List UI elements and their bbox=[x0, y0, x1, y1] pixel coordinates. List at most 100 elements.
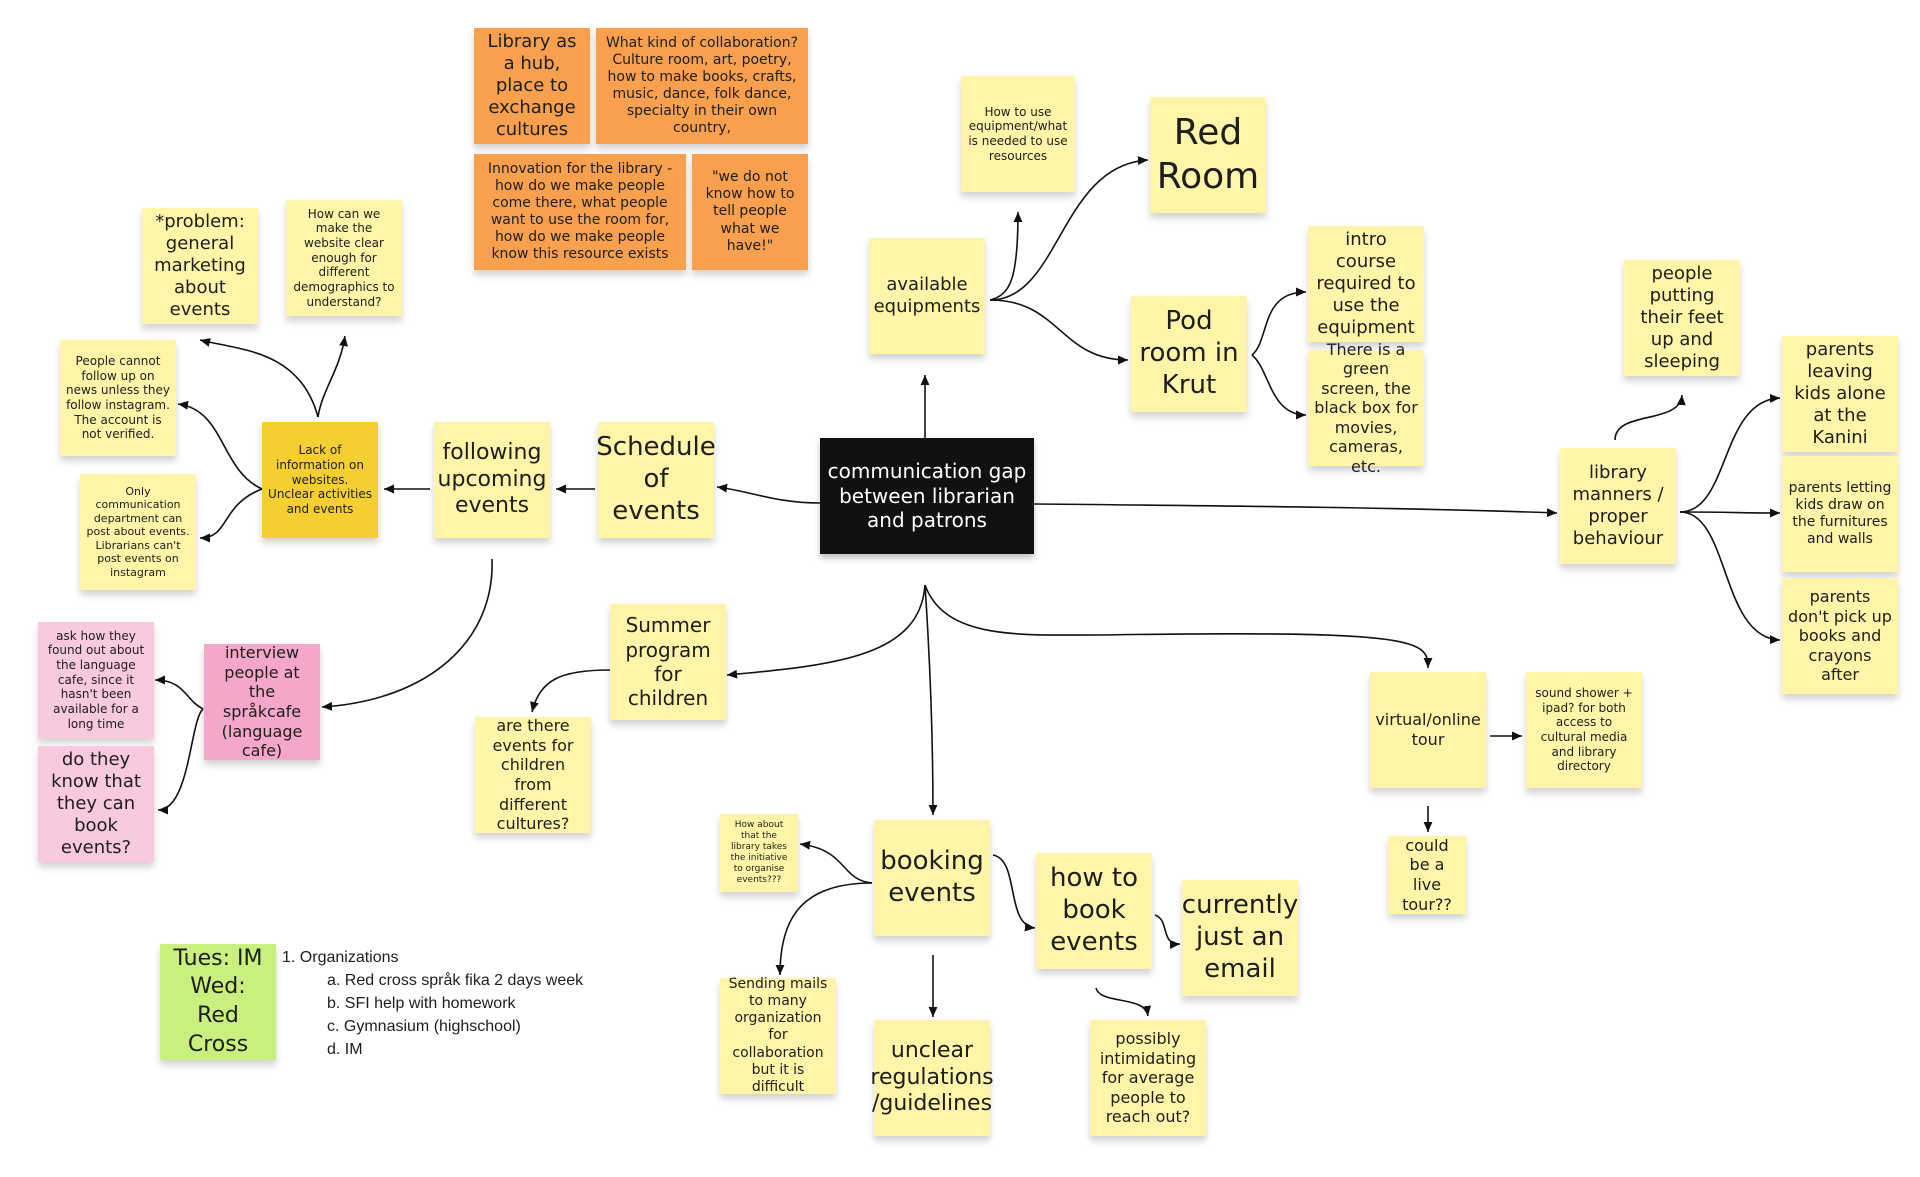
note-only-comm-text: Only communication department can post a… bbox=[86, 485, 190, 579]
note-dont-pick-up[interactable]: parents don't pick up books and crayons … bbox=[1782, 578, 1898, 694]
note-problem-marketing-text: *problem: general marketing about events bbox=[154, 211, 246, 320]
note-sending-mails[interactable]: Sending mails to many organization for c… bbox=[720, 976, 836, 1095]
note-website-clear[interactable]: How can we make the website clear enough… bbox=[286, 200, 402, 316]
link-center-booking bbox=[924, 584, 938, 816]
note-days[interactable]: Tues: IM Wed: Red Cross bbox=[160, 944, 276, 1060]
note-website-clear-text: How can we make the website clear enough… bbox=[293, 206, 395, 309]
note-live-tour[interactable]: could be a live tour?? bbox=[1388, 836, 1466, 914]
link-lack-website bbox=[317, 335, 348, 418]
day-line-2: Wed: Red bbox=[190, 974, 246, 1028]
note-following-events[interactable]: following upcoming events bbox=[434, 422, 550, 538]
note-intro-course[interactable]: intro course required to use the equipme… bbox=[1308, 226, 1424, 342]
note-dont-know[interactable]: "we do not know how to tell people what … bbox=[692, 154, 808, 270]
note-draw-furniture-text: parents letting kids draw on the furnitu… bbox=[1788, 479, 1892, 548]
link-lack-cannotfollow bbox=[177, 400, 263, 490]
day-line-1: Tues: IM bbox=[173, 945, 263, 971]
note-email[interactable]: currently just an email bbox=[1182, 880, 1298, 996]
note-sound-shower[interactable]: sound shower + ipad? for both access to … bbox=[1526, 672, 1642, 788]
note-green-screen-text: There is a green screen, the black box f… bbox=[1314, 339, 1418, 476]
link-equip-redroom bbox=[989, 156, 1149, 301]
organizations-list: 1. Organizations a. Red cross språk fika… bbox=[282, 946, 612, 1061]
note-collaboration-text: What kind of collaboration? Culture room… bbox=[605, 34, 799, 137]
note-leaving-kids-text: parents leaving kids alone at the Kanini bbox=[1794, 339, 1886, 448]
note-intro-course-text: intro course required to use the equipme… bbox=[1316, 229, 1416, 338]
note-dont-know-text: "we do not know how to tell people what … bbox=[705, 169, 795, 254]
note-lack-info[interactable]: Lack of information on websites. Unclear… bbox=[262, 422, 378, 538]
link-interview-doknow bbox=[157, 708, 204, 815]
note-days-lines: Tues: IM Wed: Red Cross bbox=[166, 945, 270, 1059]
note-draw-furniture[interactable]: parents letting kids draw on the furnitu… bbox=[1782, 456, 1898, 572]
center-topic-text: communication gap between librarian and … bbox=[827, 459, 1027, 533]
note-children-cultures-text: are there events for children from diffe… bbox=[492, 716, 574, 834]
day-line-3: Cross bbox=[187, 1031, 249, 1057]
note-ask-how[interactable]: ask how they found out about the languag… bbox=[38, 622, 154, 738]
note-intimidating[interactable]: possibly intimidating for average people… bbox=[1090, 1020, 1206, 1136]
organization-item: a. Red cross språk fika 2 days week bbox=[327, 972, 584, 989]
note-collaboration[interactable]: What kind of collaboration? Culture room… bbox=[596, 28, 808, 144]
note-take-initiative[interactable]: How about that the library takes the ini… bbox=[720, 814, 798, 892]
note-cannot-follow[interactable]: People cannot follow up on news unless t… bbox=[60, 340, 176, 456]
organization-item: d. IM bbox=[327, 1041, 363, 1058]
note-virtual-tour[interactable]: virtual/online tour bbox=[1370, 672, 1486, 788]
link-center-manners bbox=[1033, 503, 1558, 518]
link-manners-pickup bbox=[1679, 511, 1781, 645]
note-red-room-text: Red Room bbox=[1156, 112, 1260, 197]
note-live-tour-text: could be a live tour?? bbox=[1402, 835, 1452, 914]
note-available-equipments-text: available equipments bbox=[873, 274, 981, 317]
link-howto-email bbox=[1154, 914, 1181, 949]
note-virtual-tour-text: virtual/online tour bbox=[1375, 710, 1481, 749]
link-lack-problem bbox=[199, 338, 319, 418]
link-manners-draw bbox=[1679, 508, 1781, 518]
note-unclear-regs-text: unclear regulations /guidelines bbox=[870, 1037, 994, 1117]
note-take-initiative-text: How about that the library takes the ini… bbox=[730, 820, 788, 885]
link-booking-mails bbox=[775, 882, 873, 976]
note-summer[interactable]: Summer program for children bbox=[610, 604, 726, 720]
organization-item: b. SFI help with homework bbox=[327, 995, 516, 1012]
note-booking[interactable]: booking events bbox=[874, 820, 990, 936]
note-do-they-know[interactable]: do they know that they can book events? bbox=[38, 746, 154, 862]
link-manners-feetup bbox=[1614, 394, 1686, 441]
note-interview-text: interview people at the språkcafe (langu… bbox=[221, 643, 303, 761]
note-email-text: currently just an email bbox=[1181, 890, 1299, 984]
note-unclear-regs[interactable]: unclear regulations /guidelines bbox=[870, 1020, 994, 1136]
note-dont-pick-up-text: parents don't pick up books and crayons … bbox=[1788, 587, 1892, 685]
link-pod-greenscreen bbox=[1251, 354, 1307, 420]
link-booking-howto bbox=[992, 854, 1036, 932]
note-feet-up[interactable]: people putting their feet up and sleepin… bbox=[1624, 260, 1740, 376]
note-manners-text: library manners / proper behaviour bbox=[1572, 462, 1664, 549]
note-library-hub[interactable]: Library as a hub, place to exchange cult… bbox=[474, 28, 590, 144]
center-topic[interactable]: communication gap between librarian and … bbox=[820, 438, 1034, 554]
note-summer-text: Summer program for children bbox=[625, 613, 711, 711]
note-following-events-text: following upcoming events bbox=[437, 439, 547, 519]
note-available-equipments[interactable]: available equipments bbox=[869, 238, 985, 354]
note-only-comm[interactable]: Only communication department can post a… bbox=[80, 474, 196, 590]
note-intimidating-text: possibly intimidating for average people… bbox=[1099, 1029, 1197, 1127]
link-howto-intimidating bbox=[1095, 987, 1151, 1017]
note-leaving-kids[interactable]: parents leaving kids alone at the Kanini bbox=[1782, 336, 1898, 452]
note-feet-up-text: people putting their feet up and sleepin… bbox=[1640, 263, 1724, 372]
note-manners[interactable]: library manners / proper behaviour bbox=[1560, 448, 1676, 564]
note-how-to-use[interactable]: How to use equipment/what is needed to u… bbox=[961, 76, 1075, 192]
note-lack-info-text: Lack of information on websites. Unclear… bbox=[268, 443, 372, 516]
note-green-screen[interactable]: There is a green screen, the black box f… bbox=[1308, 340, 1424, 476]
note-sending-mails-text: Sending mails to many organization for c… bbox=[728, 976, 828, 1095]
note-red-room[interactable]: Red Room bbox=[1150, 97, 1266, 213]
link-lack-onlycomm bbox=[199, 488, 263, 543]
link-interview-askhow bbox=[154, 675, 204, 710]
link-following-interview bbox=[321, 558, 493, 711]
note-library-hub-text: Library as a hub, place to exchange cult… bbox=[487, 31, 577, 140]
note-interview[interactable]: interview people at the språkcafe (langu… bbox=[204, 643, 320, 761]
note-problem-marketing[interactable]: *problem: general marketing about events bbox=[142, 208, 258, 324]
link-center-summer bbox=[726, 584, 926, 679]
organizations-heading: 1. Organizations bbox=[282, 949, 399, 966]
note-pod-room-text: Pod room in Krut bbox=[1139, 306, 1239, 400]
note-schedule-text: Schedule of events bbox=[596, 432, 716, 526]
note-pod-room[interactable]: Pod room in Krut bbox=[1131, 296, 1247, 412]
note-how-to-book[interactable]: how to book events bbox=[1036, 853, 1152, 969]
organization-item: c. Gymnasium (highschool) bbox=[327, 1018, 521, 1035]
note-schedule[interactable]: Schedule of events bbox=[596, 422, 716, 538]
note-innovation[interactable]: Innovation for the library - how do we m… bbox=[474, 154, 686, 270]
note-children-cultures[interactable]: are there events for children from diffe… bbox=[475, 716, 591, 834]
